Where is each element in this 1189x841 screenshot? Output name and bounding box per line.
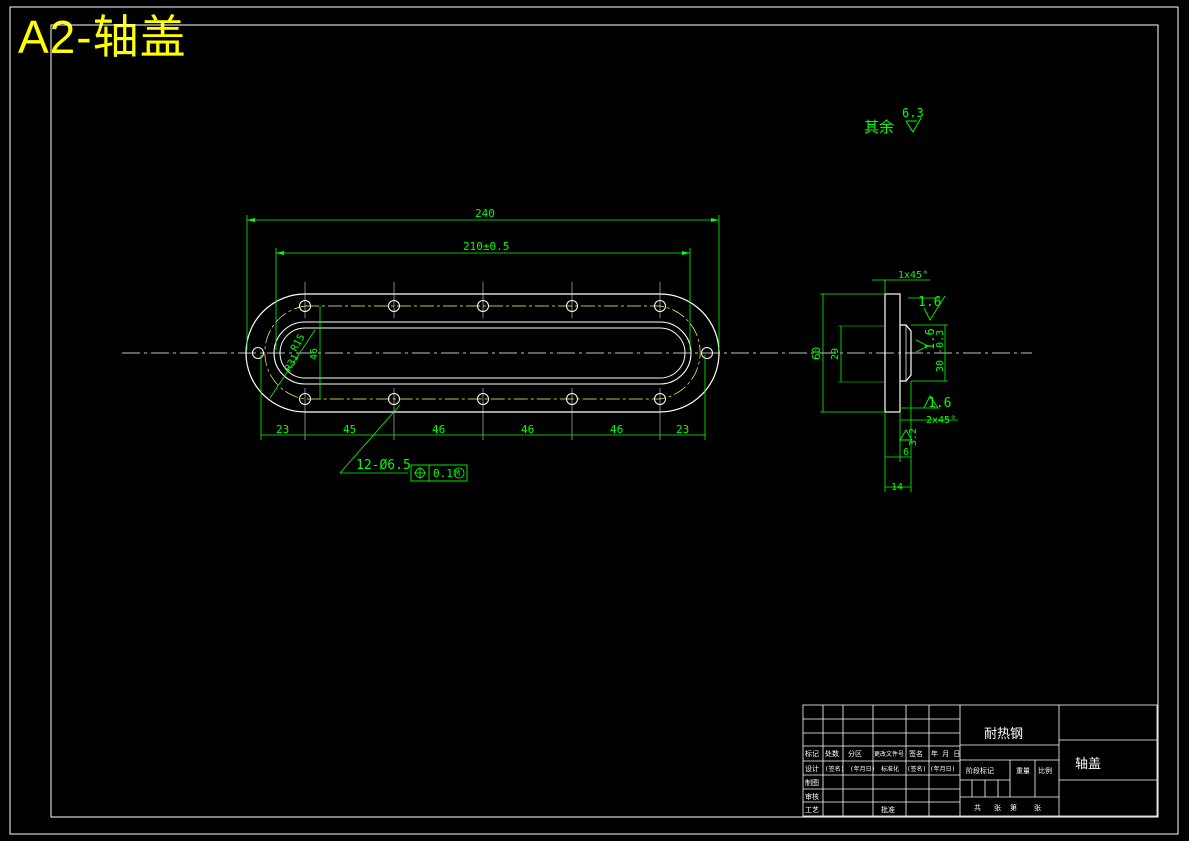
dim-pitch-3: 46	[432, 423, 445, 436]
dim-pitch-1: 23	[276, 423, 289, 436]
tb-cell: 第	[1010, 803, 1017, 812]
tb-cell: (年月日)	[850, 765, 875, 773]
front-view: 240 210±0.5 23 45 46 46 46 23 46 R15 R31…	[122, 207, 760, 482]
tb-cell: 张	[994, 803, 1001, 812]
dim-overall-length: 240	[475, 207, 495, 220]
title-block	[802, 704, 1158, 817]
roughness-symbol-icon	[915, 339, 930, 353]
tb-cell: 阶段标记	[966, 766, 994, 775]
tb-cell: (签名)	[907, 765, 926, 773]
tb-cell: 标记	[805, 749, 819, 758]
inner-frame	[50, 24, 1159, 818]
dim-height-outer: 60	[810, 347, 823, 360]
tolerance-modifier: M	[455, 469, 460, 478]
dim-roughness-top: 1.6	[918, 295, 941, 310]
tb-cell: 张	[1034, 803, 1041, 812]
dim-height: 46	[309, 348, 320, 360]
roughness-value: 6.3	[902, 106, 924, 120]
dim-pitch-5: 46	[610, 423, 623, 436]
tb-cell: 制图	[805, 778, 819, 787]
inner-slot-inner	[279, 327, 686, 379]
dim-hole-span: 210±0.5	[463, 240, 509, 253]
dim-pitch-2: 45	[343, 423, 356, 436]
tb-cell: 标准化	[881, 765, 899, 773]
material: 耐热钢	[984, 727, 1023, 742]
side-view: 1x45° 1.6 1.6 1.6 3.2 60 29 30 -0.3 2x45…	[760, 270, 1032, 493]
dim-radius-r31: R31	[283, 352, 302, 373]
dim-height-inner: 29	[830, 348, 841, 360]
bolt-hole	[701, 347, 713, 359]
tb-cell: 比例	[1038, 766, 1052, 775]
dim-radius-r15: R15	[289, 332, 308, 353]
dim-chamfer-bottom: 2x45°	[926, 415, 956, 426]
outer-frame	[9, 6, 1179, 835]
roughness-symbol-icon	[923, 295, 946, 321]
dim-roughness-bottom: 1.6	[928, 396, 951, 411]
dim-pitch-4: 46	[521, 423, 534, 436]
dim-chamfer-top: 1x45°	[898, 270, 928, 281]
tb-cell: 工艺	[805, 806, 819, 814]
inner-slot-outer	[273, 321, 692, 385]
roughness-label: 其余	[864, 118, 894, 136]
holes-callout: 12-Ø6.5	[356, 458, 411, 473]
side-dimensions	[820, 279, 958, 492]
part-name: 轴盖	[1075, 757, 1101, 772]
tb-cell: 共	[974, 803, 981, 812]
tb-cell: 分区	[848, 749, 862, 758]
tb-cell: 批准	[881, 805, 895, 814]
dim-boss-diameter: 30 -0.3	[935, 330, 946, 372]
title-block-text: 耐热钢 轴盖 标记 处数 分区 更改文件号 签名 年 月 日 设计 (签名) (…	[805, 727, 1101, 814]
roughness-symbol-icon	[923, 395, 939, 409]
bolt-hole	[252, 347, 264, 359]
dim-pitch-6: 23	[676, 423, 689, 436]
tb-cell: 设计	[805, 764, 819, 773]
dim-roughness-boss: 1.6	[923, 328, 937, 350]
tb-cell: 审核	[805, 792, 819, 801]
dim-step-width: 6	[903, 447, 909, 458]
tb-cell: 更改文件号	[874, 750, 904, 758]
tb-cell: 处数	[825, 749, 839, 758]
tb-cell: (签名)	[825, 765, 844, 773]
position-tolerance-frame: 0.1 M	[410, 464, 468, 482]
tb-cell: 重量	[1016, 767, 1030, 775]
front-dimensions	[246, 215, 720, 474]
hole-centerlines	[304, 282, 661, 440]
tb-cell: (年月日)	[930, 765, 955, 773]
tb-cell: 签名	[909, 749, 923, 758]
surface-roughness-note: 其余 6.3	[864, 106, 924, 136]
boss	[900, 324, 912, 382]
mmc-modifier-icon	[453, 467, 465, 479]
tolerance-value: 0.1	[433, 467, 453, 480]
sheet-title: A2-轴盖	[18, 11, 187, 63]
dim-total-width: 14	[891, 482, 903, 493]
roughness-symbol-icon	[905, 117, 922, 133]
hole-pitch-contour	[264, 305, 701, 400]
side-roughness-symbols	[899, 295, 946, 441]
dim-roughness-face: 3.2	[908, 428, 919, 446]
roughness-symbol-icon	[899, 429, 913, 441]
bolt-holes	[252, 300, 713, 405]
tb-cell: 年 月 日	[931, 749, 960, 758]
